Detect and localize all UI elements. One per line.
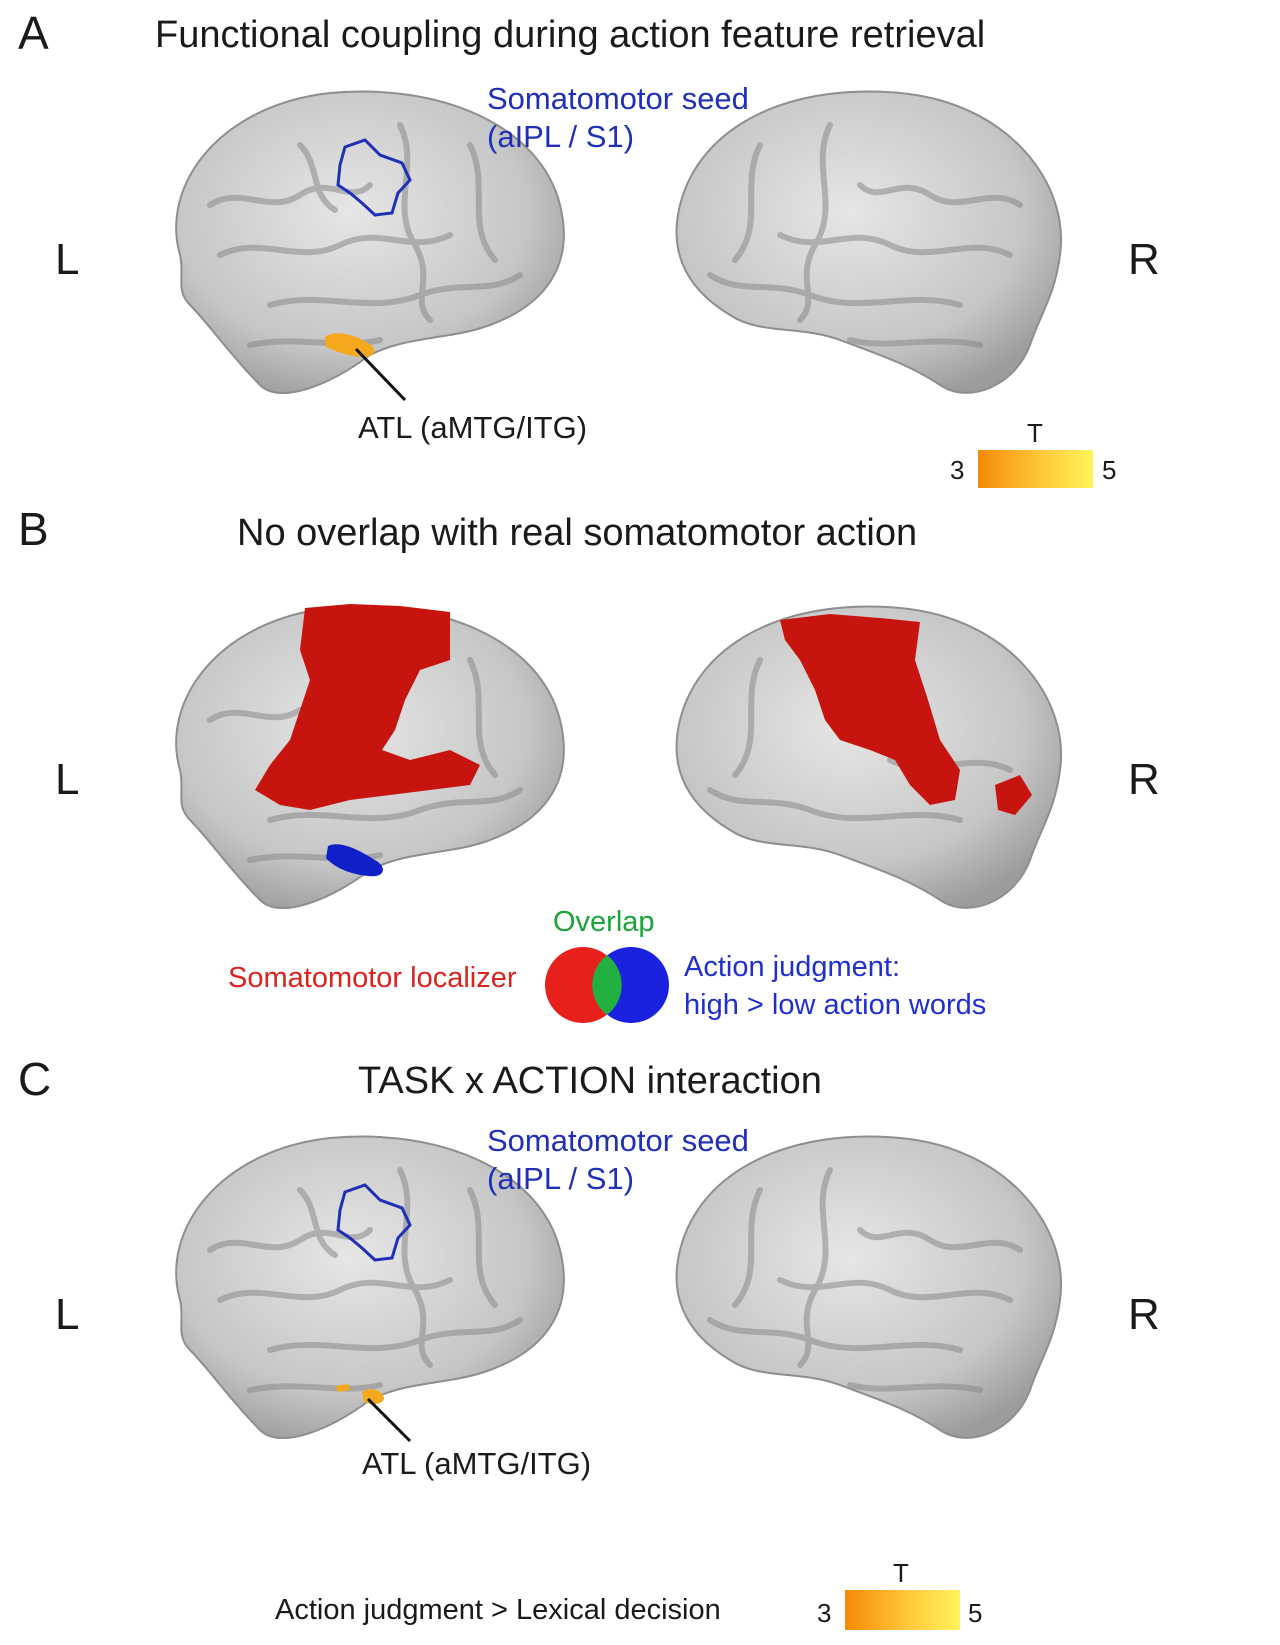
- panel-b-title: No overlap with real somatomotor action: [237, 512, 918, 554]
- colorbar-c-max: 5: [968, 1598, 983, 1628]
- legend-localizer-label: Somatomotor localizer: [228, 962, 517, 994]
- atl-pointer-c: [366, 1397, 412, 1443]
- localizer-activation-right: [780, 614, 960, 805]
- right-label-b: R: [1128, 755, 1160, 804]
- left-hemisphere-a: [175, 90, 565, 394]
- panel-b-letter: B: [18, 503, 49, 555]
- legend-judgment-line2: high > low action words: [684, 989, 987, 1021]
- localizer-activation-left: [255, 604, 480, 810]
- colorbar-c-scale: [845, 1590, 960, 1630]
- legend-overlap-label: Overlap: [553, 906, 655, 938]
- atl-label-a: ATL (aMTG/ITG): [358, 410, 588, 445]
- localizer-activation-right-small: [995, 775, 1032, 815]
- colorbar-a-min: 3: [950, 455, 965, 485]
- left-hemisphere-c: [175, 1135, 565, 1439]
- seed-label-a-line2: (aIPL / S1): [487, 119, 635, 154]
- legend-judgment-label: Action judgment: high > low action words: [684, 948, 986, 1024]
- seed-label-a-line1: Somatomotor seed: [487, 81, 749, 116]
- left-label-a: L: [55, 235, 80, 284]
- colorbar-a-title: T: [1027, 418, 1043, 448]
- right-label-a: R: [1128, 235, 1160, 284]
- right-hemisphere-c: [675, 1135, 1063, 1439]
- panel-a-title: Functional coupling during action featur…: [155, 14, 986, 56]
- contrast-label-c: Action judgment > Lexical decision: [275, 1594, 721, 1626]
- venn-diagram: [545, 947, 669, 1023]
- left-label-b: L: [55, 755, 80, 804]
- colorbar-a-max: 5: [1102, 455, 1117, 485]
- right-hemisphere-b: [675, 605, 1063, 909]
- colorbar-c-min: 3: [817, 1598, 832, 1628]
- judgment-activation-left: [326, 844, 383, 877]
- seed-outline-a: [336, 138, 412, 217]
- atl-activation-c-small: [336, 1384, 350, 1392]
- panel-c-letter: C: [18, 1053, 52, 1105]
- left-label-c: L: [55, 1290, 80, 1339]
- seed-label-c-line2: (aIPL / S1): [487, 1161, 635, 1196]
- atl-activation-a: [325, 333, 375, 357]
- panel-c-title: TASK x ACTION interaction: [358, 1060, 822, 1102]
- panel-a-letter: A: [18, 7, 49, 59]
- seed-label-c: Somatomotor seed (aIPL / S1): [487, 1122, 749, 1198]
- colorbar-c-title: T: [893, 1558, 909, 1588]
- seed-label-c-line1: Somatomotor seed: [487, 1123, 749, 1158]
- left-hemisphere-b: [175, 604, 565, 909]
- seed-outline-c: [336, 1183, 412, 1262]
- atl-label-c: ATL (aMTG/ITG): [362, 1446, 592, 1481]
- atl-pointer-a: [354, 347, 407, 402]
- right-hemisphere-a: [675, 90, 1063, 394]
- seed-label-a: Somatomotor seed (aIPL / S1): [487, 80, 749, 156]
- colorbar-a-scale: [978, 450, 1093, 488]
- legend-judgment-line1: Action judgment:: [684, 951, 901, 983]
- right-label-c: R: [1128, 1290, 1160, 1339]
